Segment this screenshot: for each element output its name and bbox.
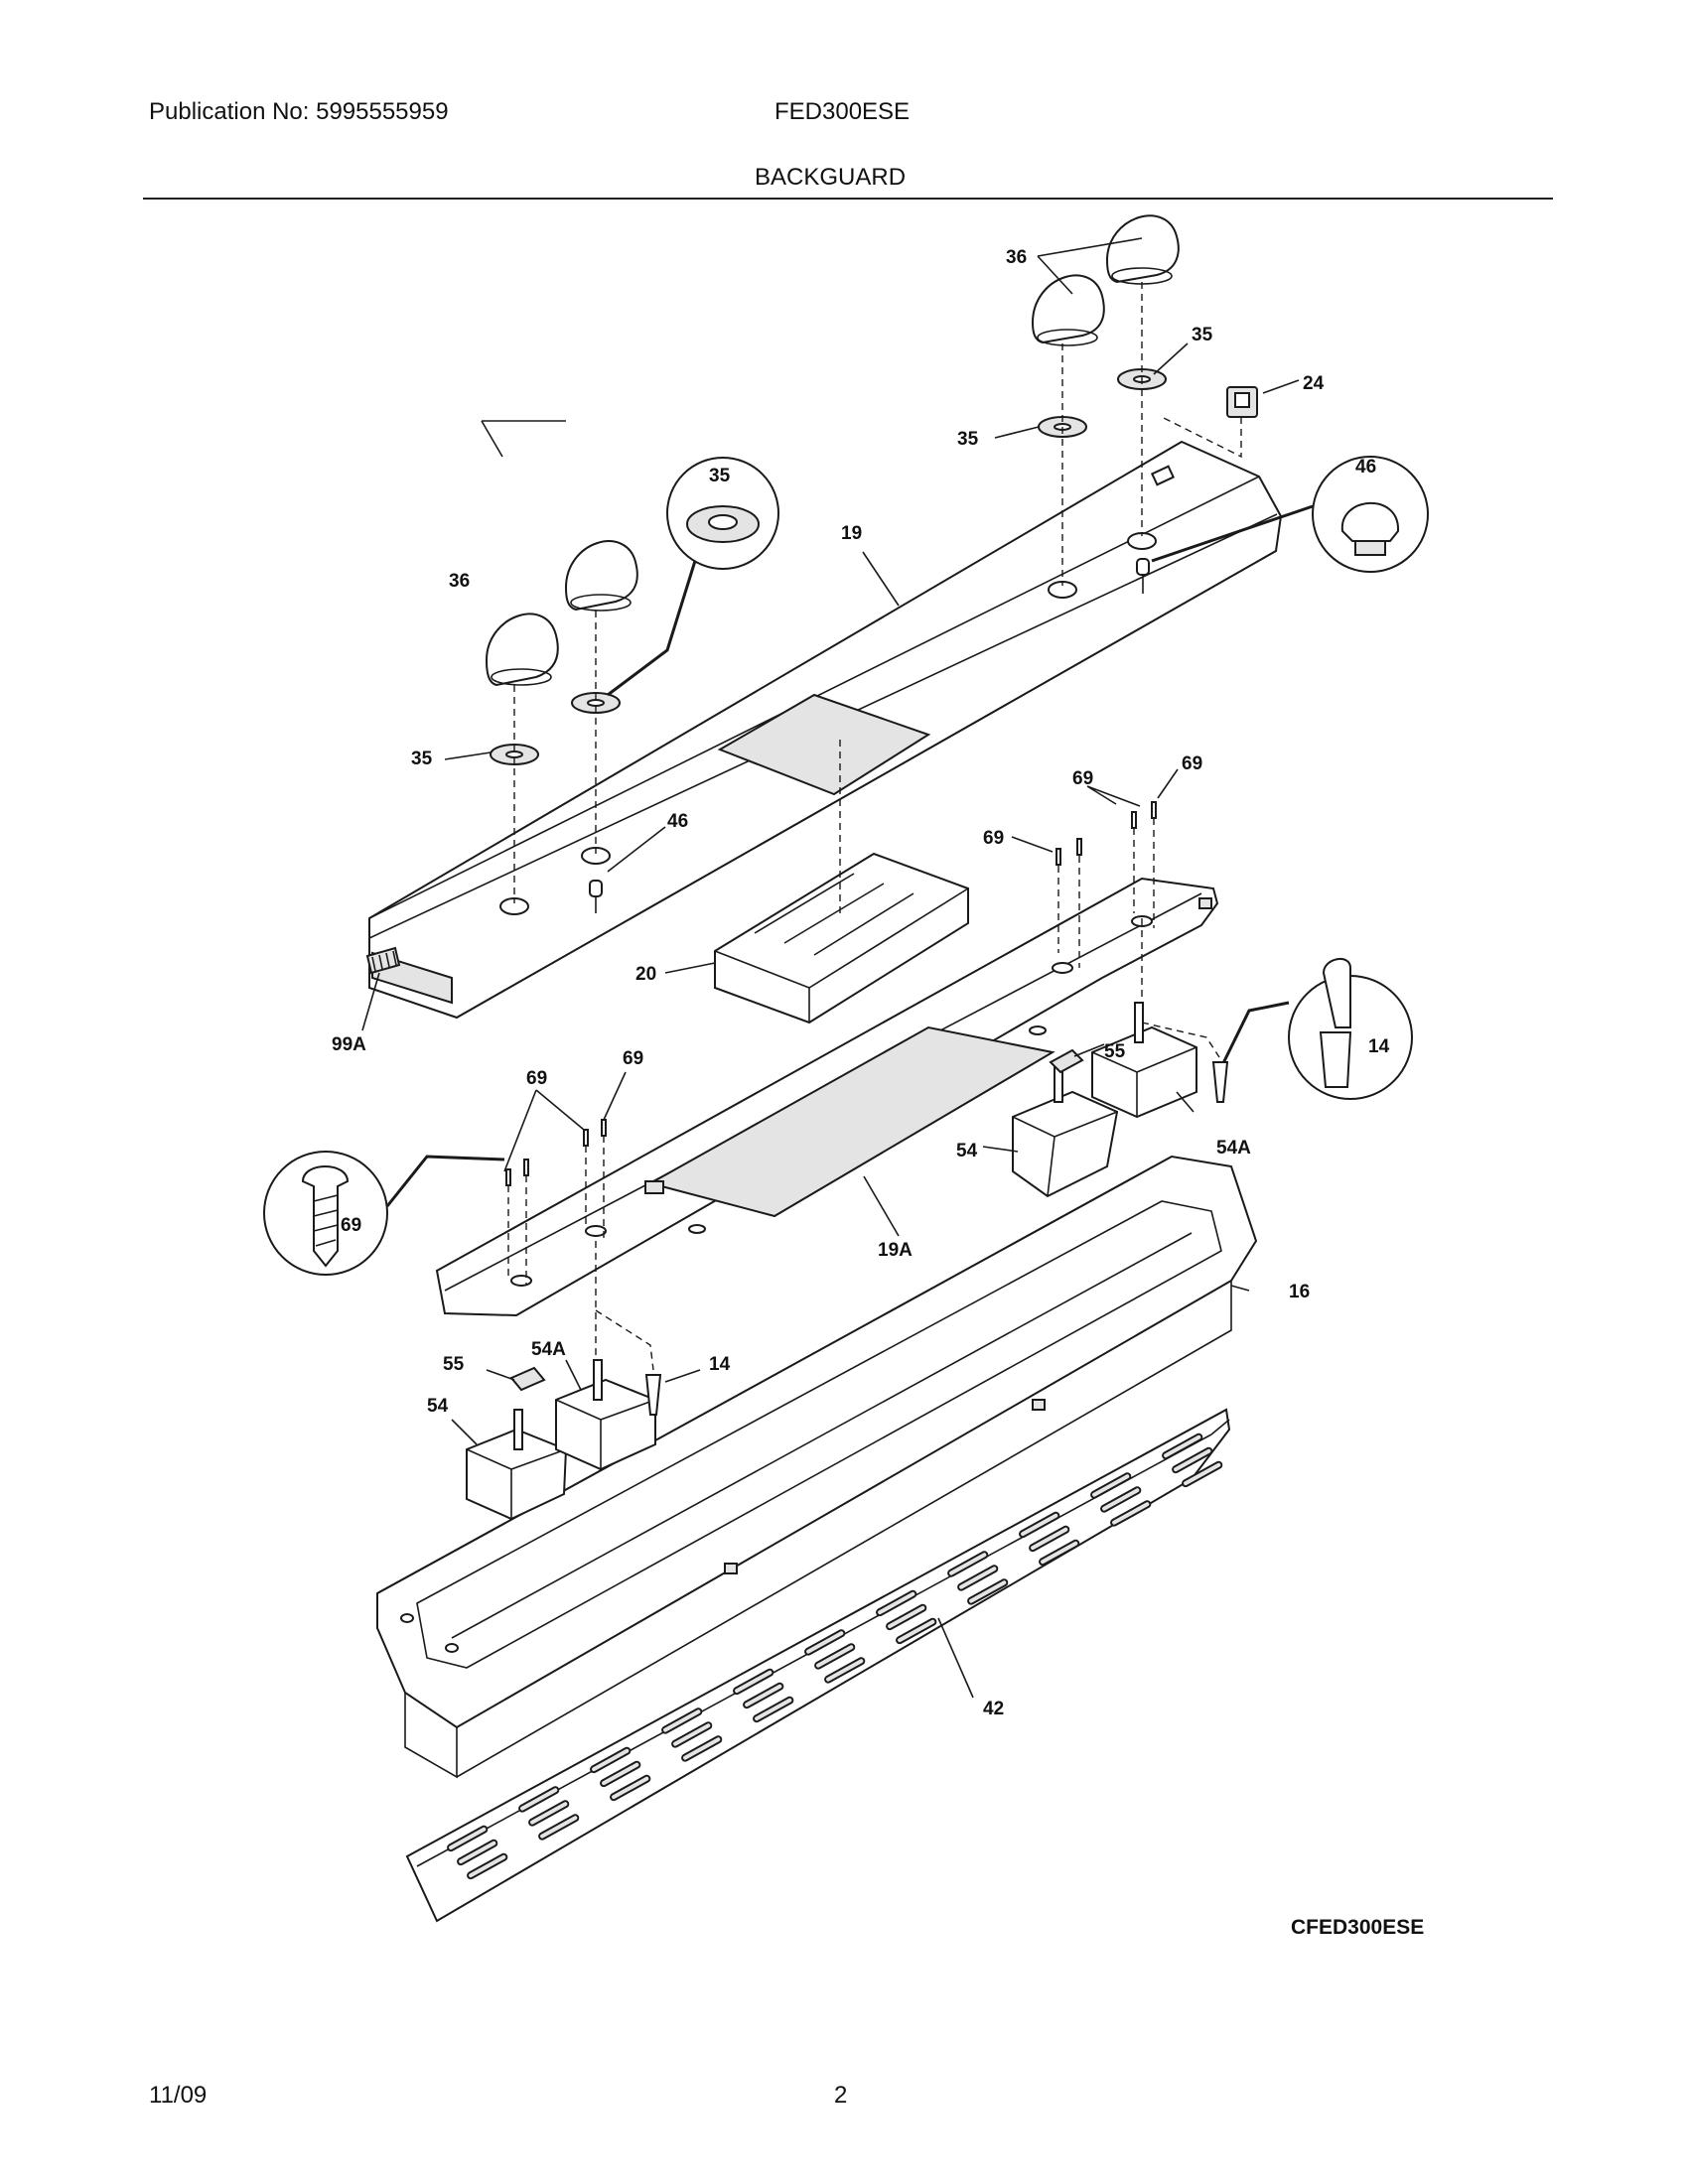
callout-69-circle: 69 xyxy=(341,1215,361,1236)
footer-date: 11/09 xyxy=(149,2082,208,2109)
callout-69-right-1: 69 xyxy=(1072,768,1093,789)
rocker-switch-24 xyxy=(1161,386,1258,459)
callout-36-right: 36 xyxy=(1006,247,1027,268)
callout-42: 42 xyxy=(983,1699,1004,1719)
vent-slot xyxy=(1172,1446,1213,1474)
vent-slot xyxy=(957,1565,999,1591)
connector-99A xyxy=(365,946,401,975)
vent-slot xyxy=(467,1852,508,1880)
backguard-trim-16 xyxy=(376,1155,1258,1779)
callout-55-left: 55 xyxy=(443,1354,465,1375)
lamp-46-left xyxy=(589,880,603,913)
vent-slot xyxy=(1090,1472,1132,1499)
leader-lines xyxy=(361,237,1300,1699)
callout-69-left-2: 69 xyxy=(623,1048,643,1069)
mounting-bracket-19A xyxy=(435,877,1219,1317)
vent-slot xyxy=(804,1629,846,1656)
vent-slot xyxy=(600,1760,641,1788)
vent-slot xyxy=(610,1774,651,1802)
callout-69-right-3: 69 xyxy=(983,828,1004,849)
vent-slot xyxy=(538,1814,580,1841)
callout-35-right-mid: 35 xyxy=(957,429,979,450)
callout-35-right-top: 35 xyxy=(1192,325,1213,345)
publication-number: Publication No: 5995555959 xyxy=(149,98,449,125)
vent-slot xyxy=(733,1668,774,1696)
vent-slot xyxy=(824,1657,866,1684)
detail-circle-46 xyxy=(1151,456,1429,573)
callout-19: 19 xyxy=(841,523,862,544)
callout-20: 20 xyxy=(635,964,656,985)
vent-slot xyxy=(661,1707,703,1734)
footer-page: 2 xyxy=(834,2082,848,2109)
vent-slot xyxy=(1162,1433,1203,1460)
detail-circle-14 xyxy=(1219,958,1413,1100)
knob-36-a xyxy=(485,613,559,687)
callout-54A-right: 54A xyxy=(1216,1138,1251,1159)
callout-54-right: 54 xyxy=(956,1141,978,1161)
screw-69-group-left xyxy=(505,1119,607,1286)
callout-16: 16 xyxy=(1289,1282,1310,1302)
vent-slot xyxy=(681,1735,723,1762)
vent-slots xyxy=(447,1433,1223,1880)
vent-panel-42 xyxy=(405,1408,1231,1923)
vent-slot xyxy=(671,1721,713,1748)
control-panel-19 xyxy=(368,440,1283,1020)
vent-slot xyxy=(590,1746,632,1774)
callout-69-right-2: 69 xyxy=(1182,753,1202,774)
vent-slot xyxy=(743,1682,784,1709)
detail-circle-35 xyxy=(607,457,779,697)
callout-99A: 99A xyxy=(332,1034,366,1055)
vent-slot xyxy=(896,1617,937,1645)
electronic-control-20 xyxy=(714,740,969,1024)
knob-36-c xyxy=(1031,274,1105,346)
vent-slot xyxy=(753,1696,794,1723)
switch-54A-left xyxy=(555,1359,656,1471)
vent-slot xyxy=(447,1825,489,1852)
vent-slot xyxy=(518,1786,560,1813)
terminal-14-right xyxy=(1141,1022,1229,1103)
vent-slot xyxy=(528,1800,570,1827)
lamp-46-right xyxy=(1136,558,1150,594)
knob-36-d xyxy=(1105,214,1180,285)
callout-19A: 19A xyxy=(878,1240,913,1261)
callout-35-circle: 35 xyxy=(709,466,731,486)
callout-14-left: 14 xyxy=(709,1354,731,1375)
diagram-code: CFED300ESE xyxy=(1291,1916,1425,1939)
callout-54-left: 54 xyxy=(427,1396,449,1417)
vent-slot xyxy=(1039,1539,1080,1567)
switch-54-right xyxy=(1012,1061,1119,1198)
terminal-14-left xyxy=(595,1309,662,1416)
switch-54-left xyxy=(466,1409,568,1521)
vent-slot xyxy=(876,1589,917,1617)
vent-slot xyxy=(967,1578,1009,1605)
vent-slot xyxy=(947,1551,989,1577)
callout-46-circle: 46 xyxy=(1355,457,1376,478)
detail-circle-69 xyxy=(263,1151,505,1276)
vent-slot xyxy=(1182,1460,1223,1488)
callout-55-right: 55 xyxy=(1104,1041,1126,1062)
callout-46-left: 46 xyxy=(667,811,688,832)
display-window xyxy=(717,693,931,796)
callout-35-left: 35 xyxy=(411,749,433,769)
header-rule xyxy=(143,198,1553,200)
vent-slot xyxy=(886,1603,927,1631)
model-number: FED300ESE xyxy=(774,98,911,125)
callout-69-left-1: 69 xyxy=(526,1068,547,1089)
switch-54A-right xyxy=(1091,1002,1197,1119)
section-title: BACKGUARD xyxy=(755,164,907,191)
vent-slot xyxy=(1110,1500,1152,1527)
callout-36-left: 36 xyxy=(449,571,470,592)
knob-36-b xyxy=(564,540,638,612)
callout-54A-left: 54A xyxy=(531,1339,566,1360)
screw-69-group-right xyxy=(1055,801,1157,968)
vent-slot xyxy=(1100,1486,1142,1513)
connector-55-left xyxy=(509,1366,546,1392)
vent-slot xyxy=(1019,1511,1060,1539)
vent-slot xyxy=(457,1839,498,1866)
vent-slot xyxy=(1029,1525,1070,1553)
callout-24: 24 xyxy=(1303,373,1325,394)
vent-slot xyxy=(814,1643,856,1670)
callout-14-circle: 14 xyxy=(1368,1036,1390,1057)
